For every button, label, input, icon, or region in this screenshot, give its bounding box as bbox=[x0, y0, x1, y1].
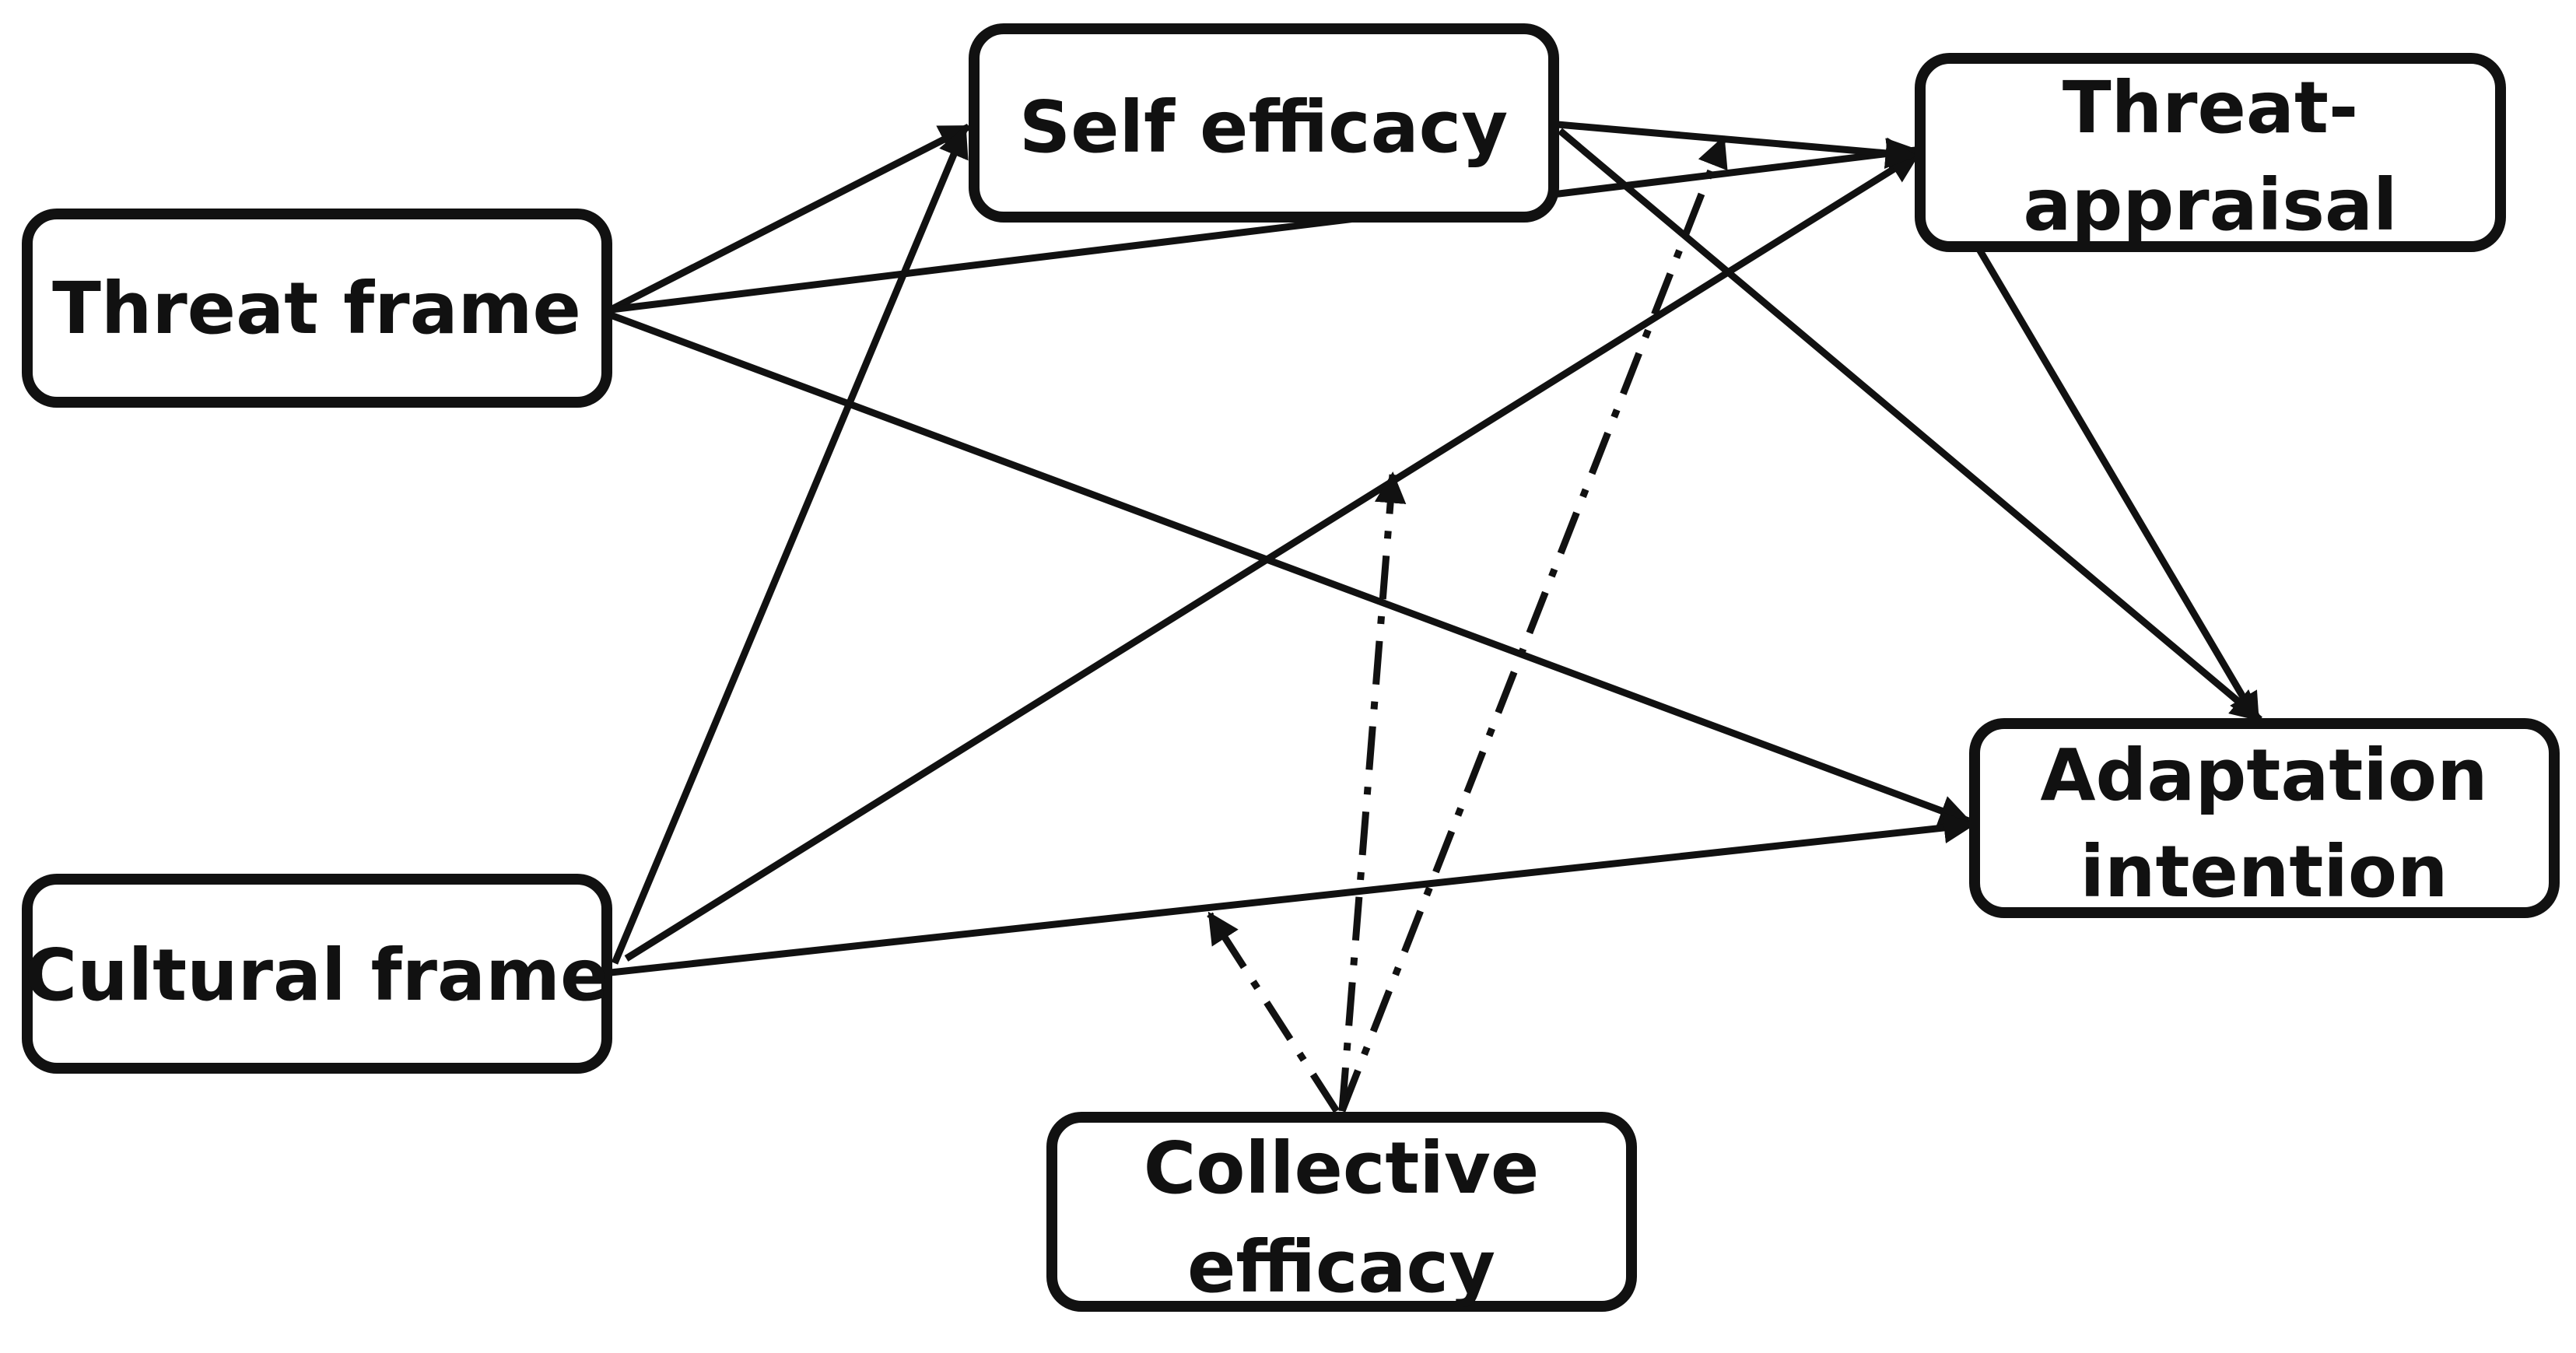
node-cultural-frame: Cultural frame bbox=[22, 874, 612, 1074]
node-threat-frame-label: Threat frame bbox=[52, 267, 581, 350]
edge-threat-frame-to-adaptation-intention bbox=[609, 311, 1971, 826]
node-collective-efficacy: Collective efficacy bbox=[1046, 1112, 1637, 1312]
edges bbox=[608, 121, 2263, 1113]
node-adaptation-intention-label-line2: intention bbox=[2080, 830, 2448, 913]
node-collective-efficacy-label-line1: Collective bbox=[1144, 1127, 1540, 1210]
edge-cultural-frame-to-threat-appraisal bbox=[624, 151, 1921, 962]
edge-threat-frame-to-self-efficacy bbox=[608, 123, 972, 314]
edge-cultural-frame-to-adaptation-intention bbox=[610, 811, 1976, 976]
node-threat-frame: Threat frame bbox=[22, 209, 612, 408]
node-threat-appraisal-box bbox=[1915, 53, 2506, 252]
edge-self-efficacy-to-threat-appraisal bbox=[1557, 121, 1918, 170]
node-self-efficacy: Self efficacy bbox=[969, 23, 1559, 223]
node-self-efficacy-label: Self efficacy bbox=[1019, 86, 1508, 169]
node-adaptation-intention-box bbox=[1969, 718, 2560, 918]
node-threat-appraisal-label-line2: appraisal bbox=[2023, 163, 2397, 247]
edge-threat-frame-to-threat-appraisal bbox=[610, 138, 1919, 314]
node-cultural-frame-box bbox=[22, 874, 612, 1074]
node-collective-efficacy-box bbox=[1046, 1112, 1637, 1312]
node-adaptation-intention-label-line1: Adaptation bbox=[2040, 734, 2487, 817]
edge-self-efficacy-to-adaptation-intention bbox=[1558, 128, 2263, 723]
node-threat-appraisal-label-line1: Threat- bbox=[2063, 66, 2358, 149]
node-threat-frame-box bbox=[22, 209, 612, 408]
moderation-collective-efficacy-to-cultural-frame-threat-appraisal bbox=[1338, 471, 1407, 1112]
node-adaptation-intention: Adaptation intention bbox=[1969, 718, 2560, 918]
node-collective-efficacy-label-line2: efficacy bbox=[1187, 1225, 1495, 1309]
moderation-collective-efficacy-to-cultural-frame-adaptation-intention bbox=[1207, 911, 1340, 1113]
edge-cultural-frame-to-self-efficacy bbox=[611, 125, 969, 965]
node-cultural-frame-label: Cultural frame bbox=[25, 934, 609, 1017]
node-self-efficacy-box bbox=[969, 23, 1559, 223]
moderation-collective-efficacy-to-self-efficacy-threat-appraisal bbox=[1338, 135, 1728, 1113]
node-threat-appraisal: Threat- appraisal bbox=[1915, 53, 2506, 252]
